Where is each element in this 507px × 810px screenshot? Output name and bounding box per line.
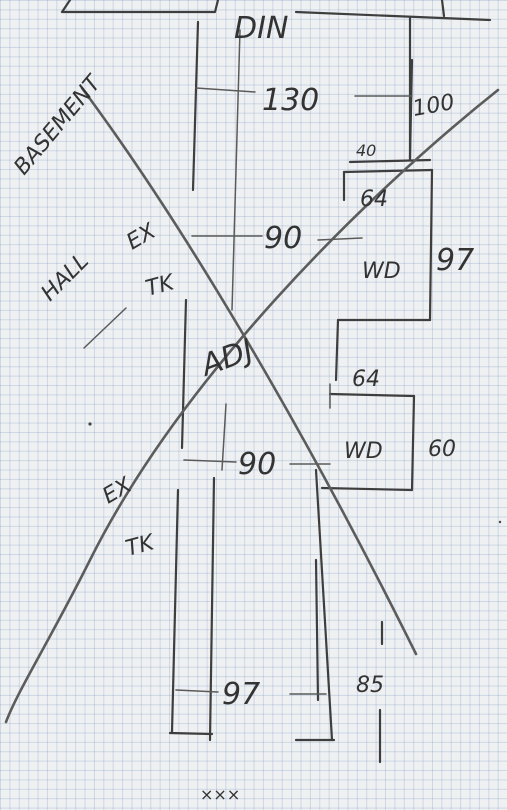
footer-mark: ××× <box>200 785 240 804</box>
bottom-left-wall <box>170 488 180 734</box>
lower-wd-right <box>410 394 416 492</box>
upper-wd-right <box>428 168 434 322</box>
dim-97-bottom-value: 97 <box>222 677 260 712</box>
label-tk-upper: TK <box>143 270 178 302</box>
cross-out-strokes <box>4 86 500 724</box>
dim-64-upper-value: 64 <box>360 187 388 212</box>
lower-wd-bottom <box>320 486 414 492</box>
din-dimension-line <box>231 29 241 311</box>
dim-97-upper-value: 97 <box>436 243 474 278</box>
handwritten-labels: DIN BASEMENT HALL EX TK EX TK ADJ WD WD … <box>9 11 474 804</box>
label-ex-lower: EX <box>99 473 137 510</box>
label-ex-upper: EX <box>123 219 161 256</box>
din-right-wall-inner <box>408 58 414 160</box>
wall-lines <box>60 0 492 764</box>
upper-wd-top <box>342 168 434 174</box>
cross-stroke-right-to-left <box>4 88 500 724</box>
label-din: DIN <box>234 11 288 46</box>
hall-stroke <box>83 307 127 349</box>
dim-130-left <box>195 87 256 93</box>
wd-connector-left <box>334 318 340 382</box>
lower-wd-top <box>328 392 416 398</box>
dim-60-value: 60 <box>428 437 456 462</box>
dim-100-value: 100 <box>411 90 457 122</box>
bottom-floor-left <box>168 731 214 736</box>
dim-90-value: 90 <box>264 221 302 256</box>
top-left-wall <box>60 0 220 14</box>
stray-dot-left <box>88 422 92 426</box>
dim-90b-left <box>183 459 237 463</box>
dim-85-value: 85 <box>356 673 384 698</box>
top-right-wall <box>294 10 492 22</box>
dim-40-value: 40 <box>356 141 376 160</box>
bottom-right-wall <box>314 468 334 742</box>
bottom-right-wall-inner <box>314 558 320 702</box>
stray-dot-right <box>498 520 502 524</box>
dim-90-right <box>317 237 363 241</box>
dim-130-value: 130 <box>262 83 319 118</box>
cross-stroke-left-to-right <box>80 86 418 656</box>
label-basement: BASEMENT <box>9 70 107 180</box>
bottom-center-wall <box>208 476 216 742</box>
dim-90b-value: 90 <box>238 447 276 482</box>
label-center-mark: ADJ <box>195 333 258 385</box>
center-lower-line <box>221 403 227 471</box>
dim-97-left <box>175 689 219 693</box>
label-tk-lower: TK <box>123 530 158 562</box>
top-right-tick <box>440 0 446 18</box>
label-wd-lower: WD <box>344 439 383 464</box>
left-lower-wall <box>180 298 188 450</box>
dim-64-lower-value: 64 <box>352 367 380 392</box>
label-wd-upper: WD <box>362 259 401 284</box>
ledge-40 <box>348 158 432 164</box>
din-left-wall <box>191 20 200 192</box>
label-hall: HALL <box>37 249 94 306</box>
